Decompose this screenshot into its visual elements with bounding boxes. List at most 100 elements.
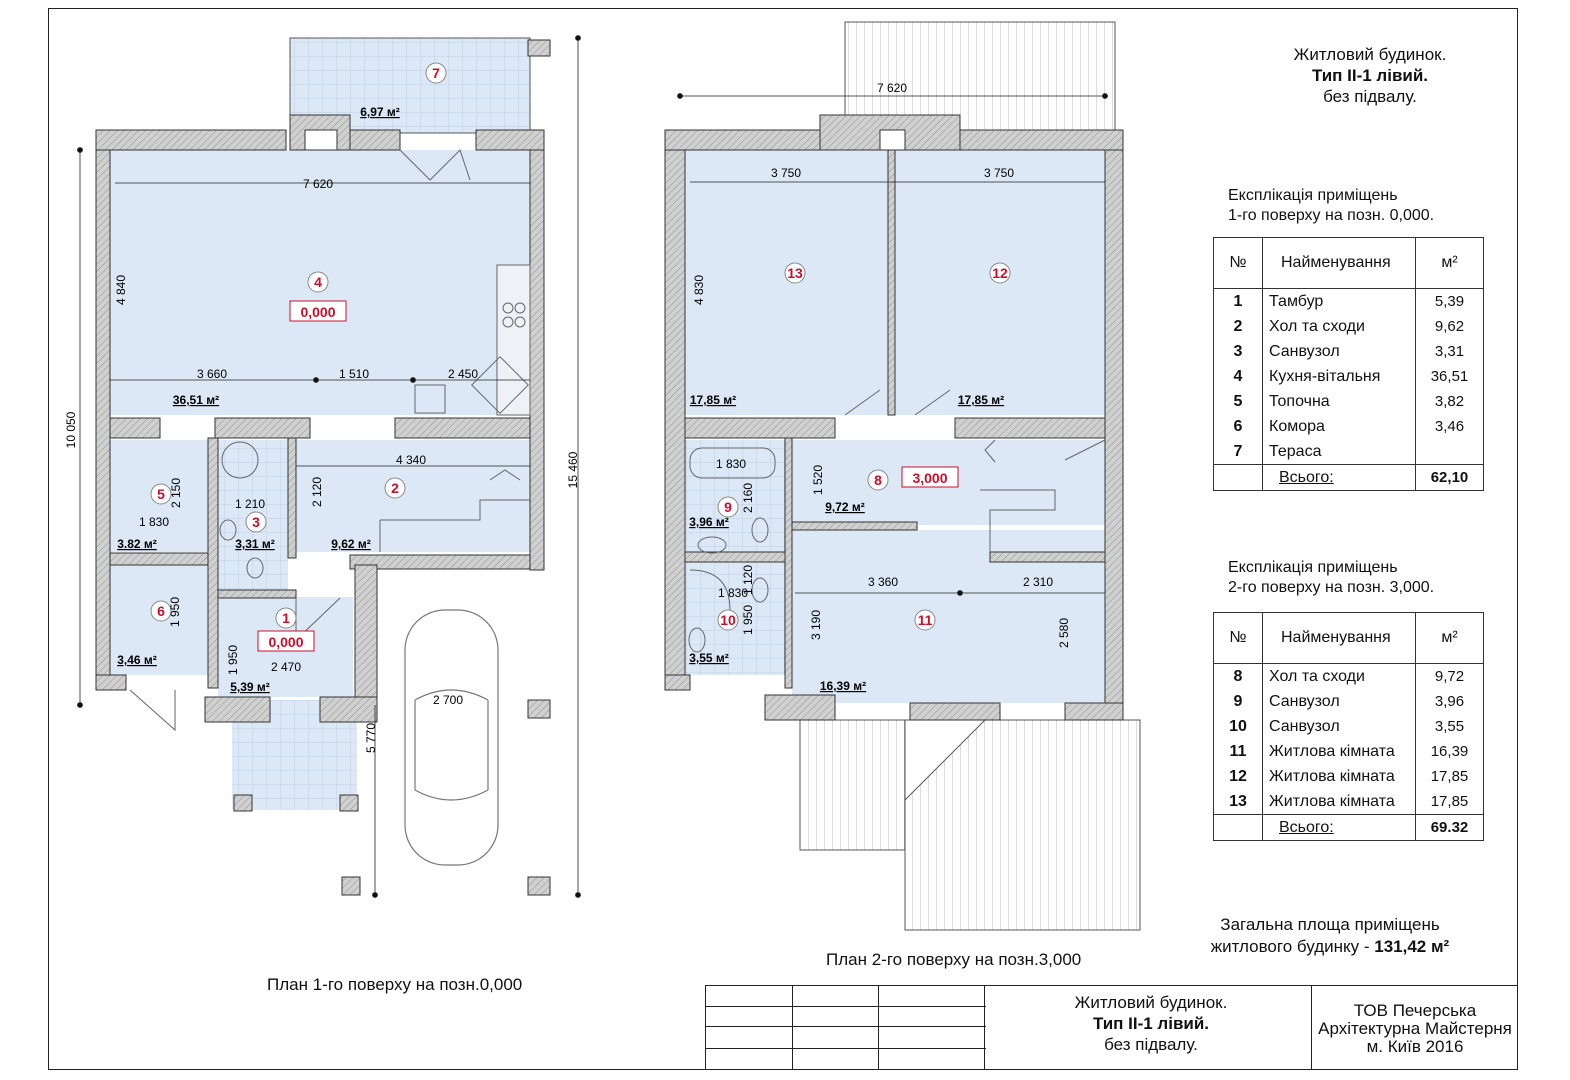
plan-2-caption: План 2-го поверху на позн.3,000 bbox=[826, 950, 1082, 969]
room-number-marker: 6 bbox=[157, 603, 165, 619]
room-number: 6 bbox=[1213, 414, 1263, 439]
dimension-label: 1 830 bbox=[716, 457, 746, 471]
room-area: 3,46 bbox=[1415, 414, 1484, 439]
room-number-marker: 9 bbox=[724, 499, 732, 515]
sheet-header: Житловий будинок. Тип ІІ-1 лівий. без пі… bbox=[1220, 44, 1520, 107]
area-label: 3,96 м² bbox=[689, 515, 729, 529]
room-number-marker: 2 bbox=[391, 480, 399, 496]
room-name: Тераса bbox=[1269, 442, 1322, 460]
room-area: 17,85 bbox=[1415, 789, 1484, 815]
area-label: 17,85 м² bbox=[958, 393, 1004, 407]
dimension-label: 5 770 bbox=[364, 723, 378, 753]
dimension-label: 7 620 bbox=[303, 177, 333, 191]
room-number: 13 bbox=[1213, 789, 1263, 815]
level-mark: 0,000 bbox=[300, 304, 335, 320]
total-label: Всього: bbox=[1279, 468, 1334, 486]
room-name: Топочна bbox=[1269, 392, 1330, 410]
total-label: Всього: bbox=[1279, 818, 1334, 836]
room-name: Хол та сходи bbox=[1269, 317, 1365, 335]
area-label: 5,39 м² bbox=[230, 680, 270, 694]
col-area: м² bbox=[1415, 237, 1484, 289]
room-number: 11 bbox=[1213, 739, 1263, 764]
area-label: 3,55 м² bbox=[689, 651, 729, 665]
room-name: Житлова кімната bbox=[1269, 767, 1395, 785]
dimension-label: 4 840 bbox=[114, 275, 128, 305]
level-mark: 3,000 bbox=[912, 470, 947, 486]
dimension-label: 2 700 bbox=[433, 693, 463, 707]
total-area-summary: Загальна площа приміщень житлового будин… bbox=[1210, 915, 1450, 956]
dimension-label: 2 450 bbox=[448, 367, 478, 381]
room-number: 9 bbox=[1213, 689, 1263, 714]
col-number: № bbox=[1213, 612, 1263, 664]
dimension-label: 2 580 bbox=[1057, 618, 1071, 648]
plan-1-caption: План 1-го поверху на позн.0,000 bbox=[267, 975, 523, 994]
table-row: 6 Комора 3,46 bbox=[1213, 414, 1484, 439]
area-label: 17,85 м² bbox=[690, 393, 736, 407]
room-name: Санвузол bbox=[1269, 717, 1340, 735]
plan-ground-floor bbox=[77, 35, 581, 898]
room-number: 1 bbox=[1213, 288, 1263, 314]
dimension-label: 15 460 bbox=[566, 451, 580, 488]
room-area: 9,72 bbox=[1415, 663, 1484, 689]
dimension-label: 1 950 bbox=[168, 597, 182, 627]
sheet-border bbox=[48, 8, 1518, 1070]
walls-plan1 bbox=[95, 114, 545, 723]
col-number: № bbox=[1213, 237, 1263, 289]
room-name: Хол та сходи bbox=[1269, 667, 1365, 685]
plan-upper-floor bbox=[664, 21, 1141, 931]
dimension-label: 3 750 bbox=[984, 166, 1014, 180]
room-number: 4 bbox=[1213, 364, 1263, 389]
dimension-label: 4 830 bbox=[692, 275, 706, 305]
room-number-marker: 8 bbox=[874, 472, 882, 488]
room-name: Комора bbox=[1269, 417, 1325, 435]
table-row: 7 Тераса bbox=[1213, 439, 1484, 465]
dimension-label: 3 750 bbox=[771, 166, 801, 180]
room-name: Санвузол bbox=[1269, 342, 1340, 360]
table-row: 10 Санвузол 3,55 bbox=[1213, 714, 1484, 739]
table-row: 5 Топочна 3,82 bbox=[1213, 389, 1484, 414]
total-value: 69.32 bbox=[1415, 814, 1484, 841]
area-label: 3.82 м² bbox=[117, 537, 157, 551]
dimension-label: 2 160 bbox=[741, 483, 755, 513]
room-area bbox=[1415, 439, 1484, 465]
table-row: 11 Житлова кімната 16,39 bbox=[1213, 739, 1484, 764]
room-number: 2 bbox=[1213, 314, 1263, 339]
header-line-3: без підвалу. bbox=[1323, 87, 1417, 106]
total-value: 62,10 bbox=[1415, 464, 1484, 491]
area-label: 9,62 м² bbox=[331, 537, 371, 551]
room-area: 16,39 bbox=[1415, 739, 1484, 764]
dimension-label: 1 510 bbox=[339, 367, 369, 381]
title-block-project: Житловий будинок. Тип ІІ-1 лівий. без пі… bbox=[1074, 993, 1228, 1054]
area-label: 3,31 м² bbox=[235, 537, 275, 551]
dimension-label: 3 360 bbox=[868, 575, 898, 589]
room-number: 12 bbox=[1213, 764, 1263, 789]
area-label: 9,72 м² bbox=[825, 500, 865, 514]
title-block: Житловий будинок. Тип ІІ-1 лівий. без пі… bbox=[705, 985, 1518, 1070]
dimension-label: 7 620 bbox=[877, 81, 907, 95]
room-number-marker: 1 bbox=[282, 610, 290, 626]
room-name: Житлова кімната bbox=[1269, 792, 1395, 810]
table-row: 13 Житлова кімната 17,85 bbox=[1213, 789, 1484, 815]
dimension-label: 1 950 bbox=[741, 605, 755, 635]
header-line-2: Тип ІІ-1 лівий. bbox=[1311, 66, 1429, 85]
room-area: 36,51 bbox=[1415, 364, 1484, 389]
room-area: 3,82 bbox=[1415, 389, 1484, 414]
room-name: Тамбур bbox=[1269, 292, 1324, 310]
room-number: 10 bbox=[1213, 714, 1263, 739]
room-number-marker: 13 bbox=[787, 265, 803, 281]
walls-plan2 bbox=[664, 114, 1124, 721]
room-area: 3,55 bbox=[1415, 714, 1484, 739]
room-number: 5 bbox=[1213, 389, 1263, 414]
area-label: 36,51 м² bbox=[173, 393, 219, 407]
room-number: 7 bbox=[1213, 439, 1263, 465]
room-number-marker: 3 bbox=[252, 514, 260, 530]
level-mark: 0,000 bbox=[268, 634, 303, 650]
room-name: Житлова кімната bbox=[1269, 742, 1395, 760]
area-label: 3,46 м² bbox=[117, 653, 157, 667]
